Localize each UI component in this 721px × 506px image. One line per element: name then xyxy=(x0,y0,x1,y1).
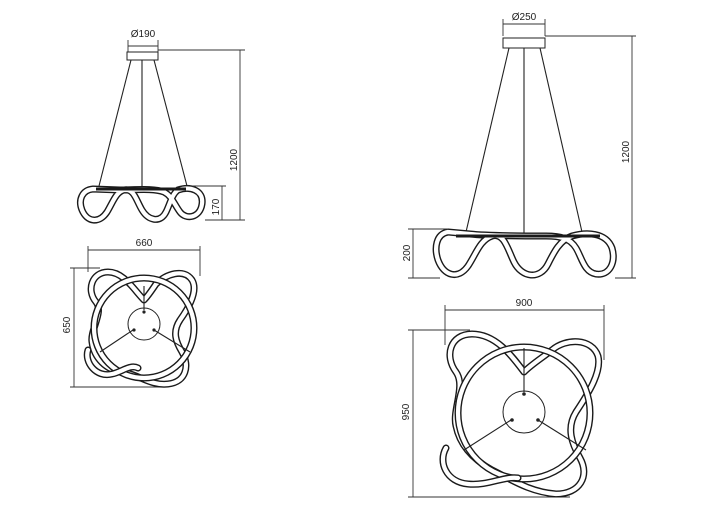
small-top-outer-loop-inner xyxy=(89,269,197,387)
large-height-label: 1200 xyxy=(621,140,632,163)
large-dot-right xyxy=(536,418,540,422)
small-width-label: 660 xyxy=(136,238,153,249)
large-dot-left xyxy=(510,418,514,422)
small-dot-left xyxy=(132,328,136,332)
large-spoke-left xyxy=(463,419,512,451)
small-top-view: 660 650 xyxy=(62,238,201,388)
small-dot-top xyxy=(142,310,146,314)
small-lamp-body-inner xyxy=(78,186,205,223)
small-side-view: Ø190 1200 170 xyxy=(77,29,245,224)
large-cable-right xyxy=(539,47,583,233)
large-top-loop-left-inner xyxy=(440,445,521,487)
small-cable-left xyxy=(98,59,132,187)
large-cable-left xyxy=(465,47,510,233)
large-side-view: Ø250 1200 200 xyxy=(402,12,636,279)
large-width-label: 900 xyxy=(516,298,533,309)
large-depth-label: 950 xyxy=(401,403,412,420)
small-dot-right xyxy=(152,328,156,332)
small-canopy-diameter-label: Ø190 xyxy=(131,29,156,40)
large-canopy xyxy=(502,37,546,49)
small-cable-right xyxy=(153,59,188,187)
small-spoke-left xyxy=(99,329,134,353)
large-dot-top xyxy=(522,392,526,396)
large-top-outer-loop-inner xyxy=(447,331,601,497)
large-top-view: 900 950 xyxy=(401,298,605,498)
large-body-height-label: 200 xyxy=(402,244,413,261)
small-spoke-right xyxy=(153,329,191,353)
large-lamp-body-inner xyxy=(434,229,616,278)
large-top-ring-inner xyxy=(455,344,593,482)
large-canopy-diameter-label: Ø250 xyxy=(512,12,537,23)
small-depth-label: 650 xyxy=(62,316,73,333)
small-top-loop-left-inner xyxy=(85,347,141,377)
large-spoke-right xyxy=(537,419,587,451)
small-canopy xyxy=(126,51,159,61)
small-height-label: 1200 xyxy=(229,148,240,171)
small-top-ring-inner xyxy=(91,275,197,381)
small-body-height-label: 170 xyxy=(211,198,222,215)
large-top-canopy xyxy=(502,390,546,434)
